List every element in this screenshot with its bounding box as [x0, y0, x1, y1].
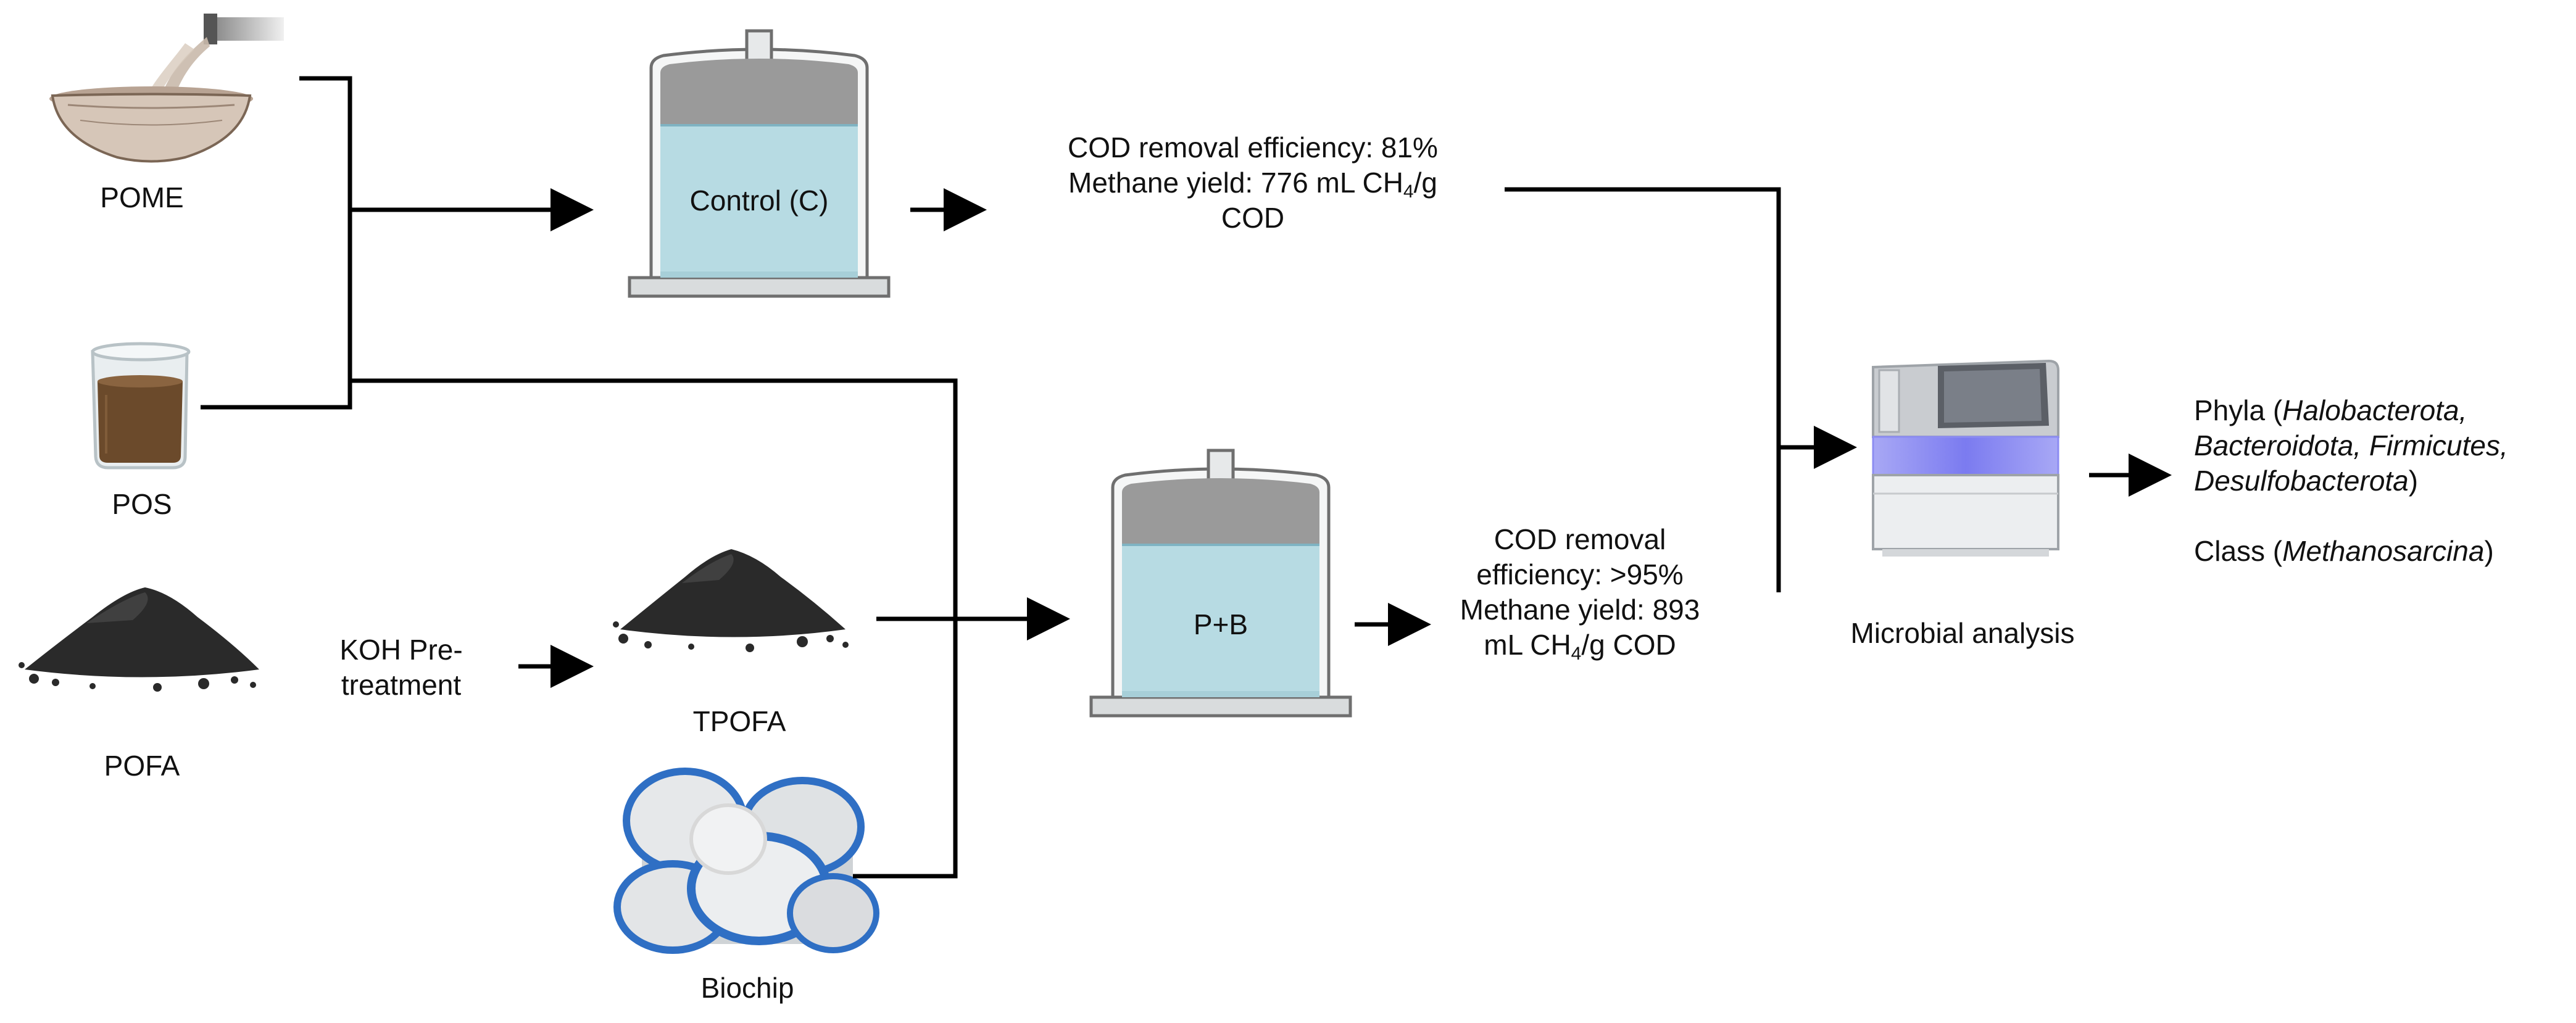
pb-result-line-4: mL CH4/g COD	[1432, 627, 1728, 663]
tpofa-icon	[613, 549, 849, 652]
pos-label: POS	[112, 488, 172, 520]
taxa-text: Phyla (Halobacterota, Bacteroidota, Firm…	[2194, 393, 2564, 569]
pome-icon	[49, 14, 284, 163]
control-reactor-label: Control (C)	[689, 184, 829, 217]
koh-line-1: KOH Pre-	[339, 634, 463, 666]
results-merge	[1505, 187, 1781, 592]
control-result-line-2: Methane yield: 776 mL CH4/g	[994, 165, 1512, 201]
biochip-label: Biochip	[700, 972, 794, 1004]
phyla-name-1: Halobacterota,	[2282, 394, 2467, 426]
pome-line	[201, 76, 352, 410]
phyla-line-2: Bacteroidota, Firmicutes,	[2194, 429, 2508, 462]
phyla-line-3: Desulfobacterota)	[2194, 463, 2564, 499]
control-result-text: COD removal efficiency: 81% Methane yiel…	[994, 130, 1512, 236]
control-methane-post: /g	[1413, 167, 1437, 199]
pofa-label: POFA	[104, 750, 180, 782]
class-line: Class (Methanosarcina)	[2194, 534, 2564, 569]
pb-result-line-2: efficiency: >95%	[1476, 558, 1684, 590]
class-suffix: )	[2484, 535, 2494, 567]
control-methane-pre: Methane yield: 776 mL CH	[1068, 167, 1403, 199]
tpofa-label: TPOFA	[692, 705, 786, 737]
pofa-icon	[19, 587, 259, 692]
connectors	[201, 76, 2172, 879]
control-methane-sub: 4	[1403, 181, 1414, 202]
biochip-image	[613, 768, 879, 954]
class-prefix: Class (	[2194, 535, 2283, 567]
pb-result-line-3: Methane yield: 893	[1460, 594, 1700, 626]
pb-result-text: COD removal efficiency: >95% Methane yie…	[1432, 522, 1728, 663]
koh-line-2: treatment	[341, 669, 462, 701]
control-reactor	[628, 29, 891, 298]
phyla-suffix: )	[2408, 465, 2419, 497]
microbial-analysis-label: Microbial analysis	[1850, 617, 2075, 649]
pb-methane-post: /g COD	[1581, 629, 1676, 661]
koh-pretreatment-label: KOH Pre- treatment	[330, 632, 472, 703]
pb-methane-pre: mL CH	[1484, 629, 1571, 661]
phyla-prefix: Phyla (	[2194, 394, 2283, 426]
pb-reactor-label: P+B	[1193, 608, 1249, 640]
phyla-name-3: Desulfobacterota	[2194, 465, 2409, 497]
phyla-line-1: Phyla (Halobacterota,	[2194, 393, 2564, 428]
sequencer-icon	[1872, 359, 2059, 557]
pb-methane-sub: 4	[1571, 644, 1582, 664]
line-to-junction	[350, 378, 958, 879]
class-name: Methanosarcina	[2282, 535, 2485, 567]
pos-icon	[91, 342, 191, 470]
pome-label: POME	[100, 181, 184, 213]
pb-result-line-1: COD removal	[1494, 523, 1666, 555]
control-result-line-3: COD	[1221, 202, 1285, 234]
pb-reactor	[1089, 449, 1352, 718]
control-result-line-1: COD removal efficiency: 81%	[1068, 131, 1438, 164]
